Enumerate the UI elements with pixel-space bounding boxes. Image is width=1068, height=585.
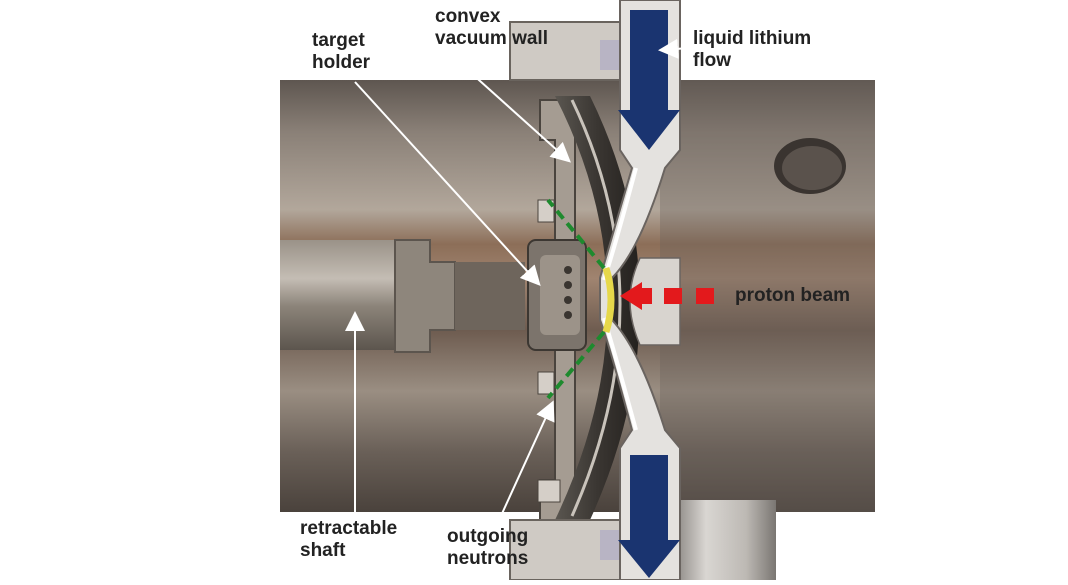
beam-nozzle (629, 257, 681, 346)
lithium-target (602, 266, 615, 334)
leader-lines (345, 38, 731, 519)
neutron-line-upper (546, 198, 606, 270)
retractable-shaft-body (280, 239, 525, 353)
proton-beam-arrow (620, 282, 714, 310)
convex-vacuum-wall (555, 96, 640, 520)
lithium-flow-arrow-bottom (618, 455, 680, 578)
label-proton-beam: proton beam (735, 285, 851, 306)
neutron-line-lower (546, 330, 606, 400)
bottom-port (676, 500, 776, 580)
